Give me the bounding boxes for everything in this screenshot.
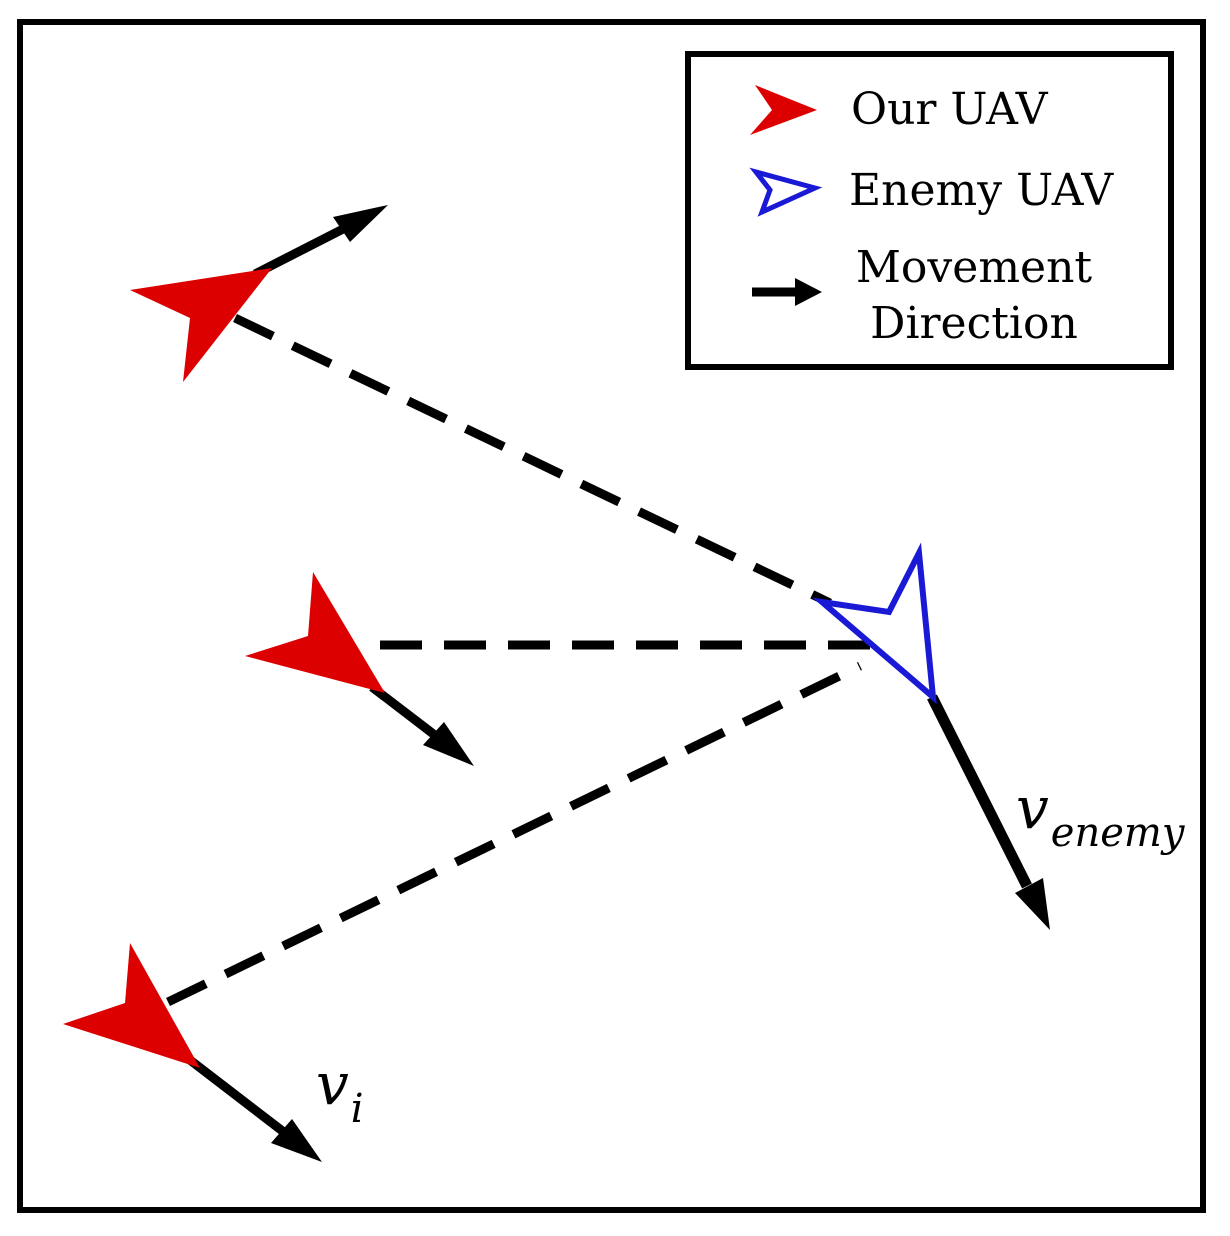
v-i-main: v xyxy=(316,1050,349,1118)
legend-enemy-uav-label: Enemy UAV xyxy=(849,165,1114,216)
arrow-shaft-enemy xyxy=(927,694,1032,889)
v-enemy-sub: enemy xyxy=(1051,810,1186,856)
legend-movement-label-line1: Movement xyxy=(856,242,1093,293)
sight-line-top xyxy=(233,313,832,608)
v-enemy-main: v xyxy=(1016,774,1049,842)
sight-line-bottom xyxy=(166,661,862,1007)
arrow-shaft-top xyxy=(252,223,348,279)
legend-arrow-head xyxy=(795,278,822,306)
arrow-head-bottom xyxy=(271,1119,322,1162)
arrow-head-enemy xyxy=(1015,878,1050,930)
legend: Our UAV Enemy UAV Movement Direction xyxy=(685,51,1174,370)
our-uav-middle xyxy=(245,572,385,693)
v-i-label: vi xyxy=(316,1050,364,1132)
our-uav-top xyxy=(130,268,272,382)
v-i-sub: i xyxy=(351,1086,364,1132)
sight-lines xyxy=(166,313,880,1007)
our-uav-bottom xyxy=(63,943,200,1068)
legend-movement-label-line2: Direction xyxy=(870,298,1078,349)
movement-arrows xyxy=(187,205,1050,1162)
arrow-head-top xyxy=(333,205,388,242)
enemy-uav xyxy=(812,542,937,705)
legend-our-uav-label: Our UAV xyxy=(851,84,1049,135)
legend-enemy-uav-icon xyxy=(749,167,823,217)
outer-frame xyxy=(17,19,1206,1213)
arrow-shaft-middle xyxy=(369,683,439,740)
our-uav-group xyxy=(63,268,385,1068)
legend-our-uav-icon xyxy=(750,85,817,135)
v-enemy-label: venemy xyxy=(1016,774,1186,856)
arrow-head-middle xyxy=(423,722,474,766)
arrow-shaft-bottom xyxy=(187,1056,288,1137)
